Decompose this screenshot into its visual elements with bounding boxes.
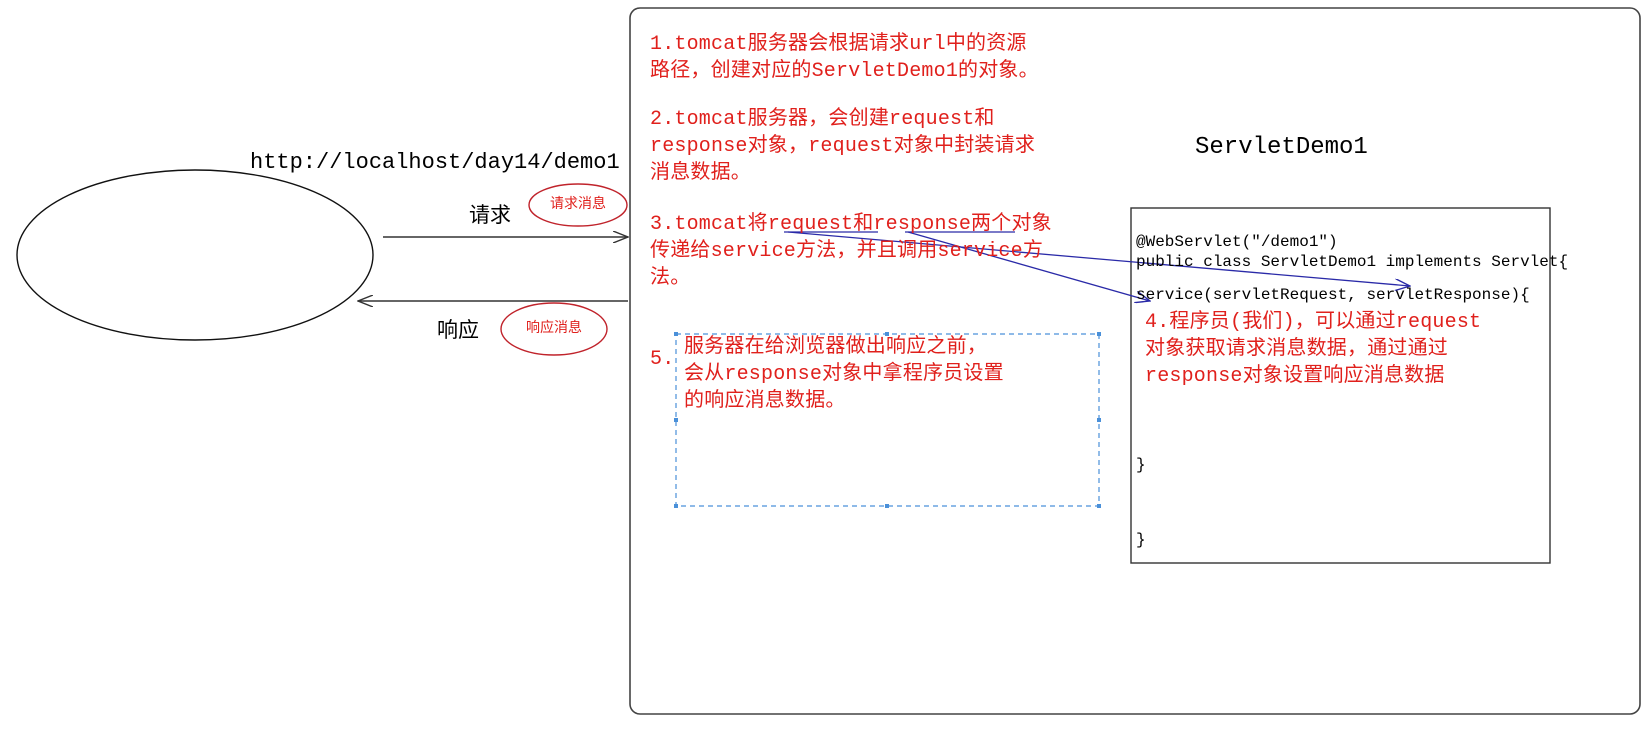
response-bubble-ellipse xyxy=(500,302,608,356)
selection-handles xyxy=(674,332,1101,508)
code-close-method: } xyxy=(1136,456,1146,474)
url-label: http://localhost/day14/demo1 xyxy=(250,150,620,175)
note-4: 4.程序员(我们)，可以通过request 对象获取请求消息数据，通过通过 re… xyxy=(1145,311,1482,388)
servlet-code-box xyxy=(1130,207,1551,564)
note-3: 3.tomcat将request和response两个对象 传递给service… xyxy=(650,213,1052,290)
note-1: 1.tomcat服务器会根据请求url中的资源 路径，创建对应的ServletD… xyxy=(650,33,1039,83)
code-service-method: service(servletRequest, servletResponse)… xyxy=(1136,286,1530,304)
note-5[interactable]: 服务器在给浏览器做出响应之前， 会从response对象中拿程序员设置 的响应消… xyxy=(684,336,1004,413)
code-annotation-line: @WebServlet("/demo1") xyxy=(1136,233,1338,251)
response-label: 响应 xyxy=(437,318,479,342)
servlet-title: ServletDemo1 xyxy=(1195,134,1368,161)
note-5-number: 5. xyxy=(650,348,675,371)
response-bubble-label: 响应消息 xyxy=(526,320,582,336)
request-label: 请求 xyxy=(469,203,511,227)
code-close-class: } xyxy=(1136,531,1146,549)
request-bubble-label: 请求消息 xyxy=(550,196,606,212)
request-to-param-arrow xyxy=(787,231,1410,286)
browser-ellipse xyxy=(16,169,374,341)
response-to-param-arrow xyxy=(907,231,1150,301)
request-bubble-ellipse xyxy=(528,183,628,227)
code-class-declaration: public class ServletDemo1 implements Ser… xyxy=(1136,253,1569,271)
note-2: 2.tomcat服务器，会创建request和 response对象，reque… xyxy=(650,108,1036,185)
server-container xyxy=(629,7,1641,715)
